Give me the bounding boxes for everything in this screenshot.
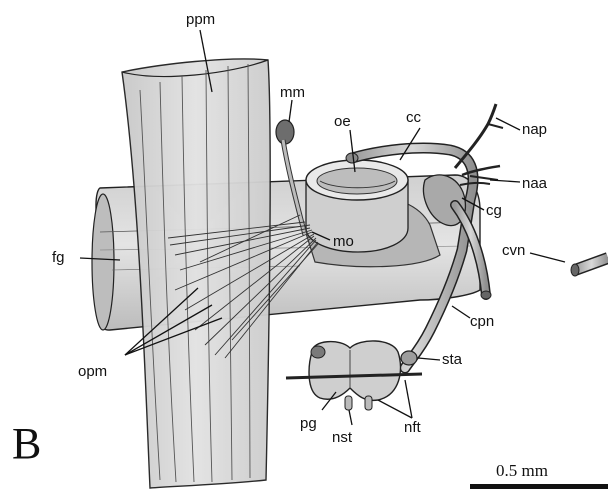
- label-mo: mo: [333, 233, 354, 250]
- pedal-ganglia: [286, 341, 422, 410]
- label-ppm: ppm: [186, 11, 215, 28]
- scale-bar-label: 0.5 mm: [496, 461, 548, 480]
- label-mm: mm: [280, 84, 305, 101]
- label-cc: cc: [406, 109, 422, 126]
- label-nft: nft: [404, 419, 422, 436]
- label-naa: naa: [522, 175, 548, 192]
- label-cg: cg: [486, 202, 502, 219]
- label-pg: pg: [300, 415, 317, 432]
- label-oe: oe: [334, 113, 351, 130]
- scale-bar-line: [470, 484, 608, 489]
- scale-bar: 0.5 mm: [470, 461, 608, 489]
- label-opm: opm: [78, 363, 107, 380]
- label-cpn: cpn: [470, 313, 494, 330]
- cut-nerve-end: [571, 258, 608, 276]
- label-fg: fg: [52, 249, 65, 266]
- label-nap: nap: [522, 121, 547, 138]
- label-sta: sta: [442, 351, 463, 368]
- label-cvn: cvn: [502, 242, 525, 259]
- protractor-muscle-band: [122, 59, 270, 488]
- panel-letter: B: [12, 419, 41, 468]
- label-nst: nst: [332, 429, 353, 446]
